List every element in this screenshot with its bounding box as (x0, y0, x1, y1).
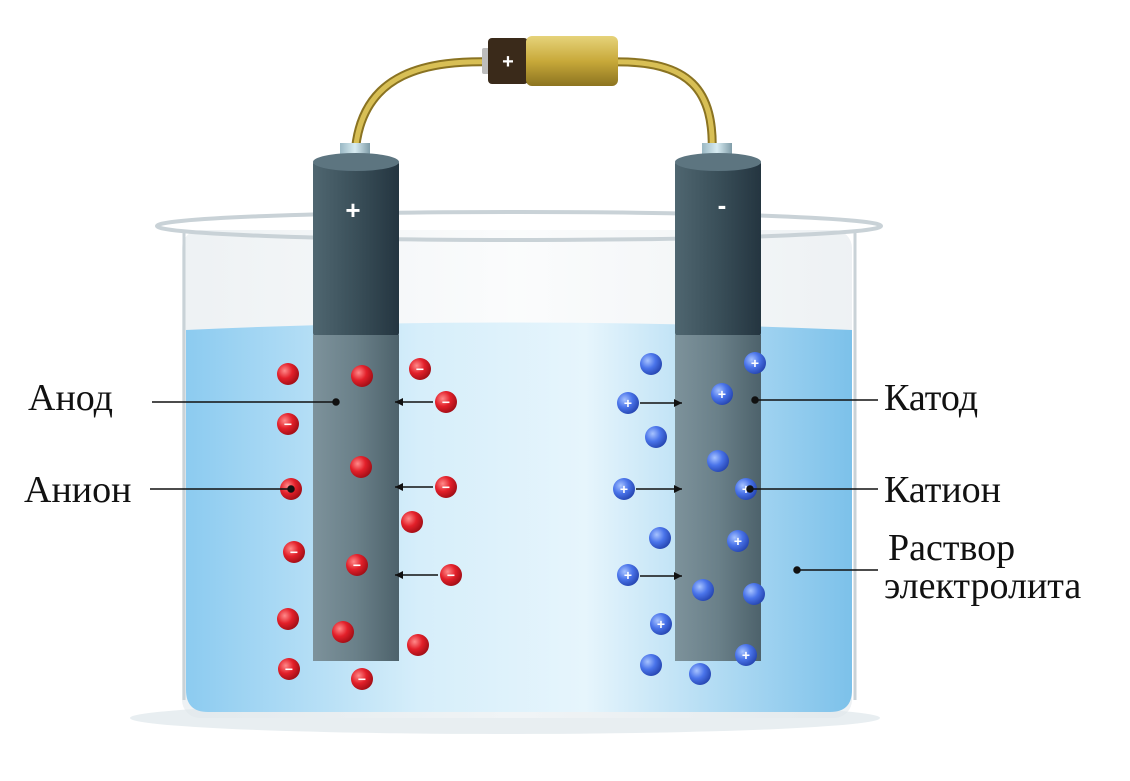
electrolyte-label-line1: Раствор (888, 527, 1015, 569)
anode-rod-top-face (313, 153, 399, 171)
anion-ion: − (277, 413, 299, 435)
electrolyte-label-bg (878, 518, 1130, 618)
anion-ion: − (435, 391, 457, 413)
electrolyte-label-line2: электролита (884, 565, 1081, 607)
cation-ion (689, 663, 711, 685)
svg-text:−: − (416, 361, 424, 377)
anion-ion: − (351, 668, 373, 690)
svg-text:+: + (624, 567, 632, 583)
cation-ion: + (650, 613, 672, 635)
anion-ion (277, 608, 299, 630)
battery-plus-sign: + (502, 51, 514, 73)
anion-group: − − − − − − − − − (277, 358, 462, 690)
cation-ion: + (744, 352, 766, 374)
anion-arrow-head (395, 483, 403, 491)
anode-leader-dot (332, 398, 340, 406)
cathode-rod-top (675, 160, 761, 337)
cathode-label: Катод (884, 377, 978, 419)
anion-ion: − (346, 554, 368, 576)
anion-ion: − (278, 658, 300, 680)
anode-plus-sign: + (345, 195, 360, 225)
svg-text:−: − (290, 544, 298, 560)
anion-ion: − (283, 541, 305, 563)
cathode-rod-top-face (675, 153, 761, 171)
beaker (130, 210, 883, 734)
svg-text:−: − (285, 661, 293, 677)
wire-left (352, 59, 498, 158)
cathode-leader-dot (751, 396, 759, 404)
anion-arrow-head (395, 571, 403, 579)
wire-right-shadow (607, 57, 717, 160)
cation-group: + + + + + + + + + (613, 352, 766, 685)
svg-text:+: + (624, 395, 632, 411)
svg-text:−: − (353, 557, 361, 573)
svg-text:−: − (284, 416, 292, 432)
cation-ion: + (735, 644, 757, 666)
svg-text:+: + (734, 533, 742, 549)
cation-ion: + (727, 530, 749, 552)
anion-ion (332, 621, 354, 643)
anion-leader-dot (287, 485, 295, 493)
cation-ion (645, 426, 667, 448)
cathode-minus-sign: - (718, 190, 727, 220)
battery-cap (488, 38, 528, 84)
anion-ion: − (435, 476, 457, 498)
svg-text:+: + (742, 647, 750, 663)
cation-ion (640, 353, 662, 375)
cation-ion (707, 450, 729, 472)
svg-text:+: + (751, 355, 759, 371)
svg-text:−: − (358, 671, 366, 687)
cation-ion (649, 527, 671, 549)
anode-rod-top (313, 160, 399, 337)
battery: + (482, 36, 618, 86)
cation-arrow-head (674, 399, 682, 407)
svg-text:+: + (657, 616, 665, 632)
anion-ion (401, 511, 423, 533)
anode-label: Анод (28, 377, 113, 419)
svg-text:−: − (447, 567, 455, 583)
anion-ion (350, 456, 372, 478)
cation-ion: + (613, 478, 635, 500)
anion-arrow-head (395, 398, 403, 406)
anion-ion (277, 363, 299, 385)
beaker-rim (155, 210, 883, 242)
electrolyte-leader-dot (793, 566, 801, 574)
anode-rod-bottom (313, 335, 399, 661)
anion-ion: − (409, 358, 431, 380)
svg-text:−: − (442, 479, 450, 495)
wire-right (609, 59, 715, 158)
anion-ion (351, 365, 373, 387)
svg-text:−: − (442, 394, 450, 410)
cation-ion: + (617, 564, 639, 586)
svg-text:+: + (742, 481, 750, 497)
cation-ion (640, 654, 662, 676)
svg-text:+: + (620, 481, 628, 497)
cation-ion: + (711, 383, 733, 405)
leader-lines (150, 396, 878, 574)
anion-ion (407, 634, 429, 656)
cation-arrow-head (674, 572, 682, 580)
cation-ion: + (735, 478, 757, 500)
wire-left-shadow (350, 57, 500, 160)
cation-arrow-head (674, 485, 682, 493)
battery-body (526, 36, 618, 86)
anode-electrode: + (313, 143, 399, 661)
cation-ion (692, 579, 714, 601)
svg-text:+: + (718, 386, 726, 402)
cation-ion (743, 583, 765, 605)
cation-label: Катион (884, 469, 1001, 511)
anion-label: Анион (24, 469, 131, 511)
cation-leader-dot (746, 485, 754, 493)
cation-ion: + (617, 392, 639, 414)
migration-arrows (395, 398, 682, 580)
anion-ion: − (440, 564, 462, 586)
